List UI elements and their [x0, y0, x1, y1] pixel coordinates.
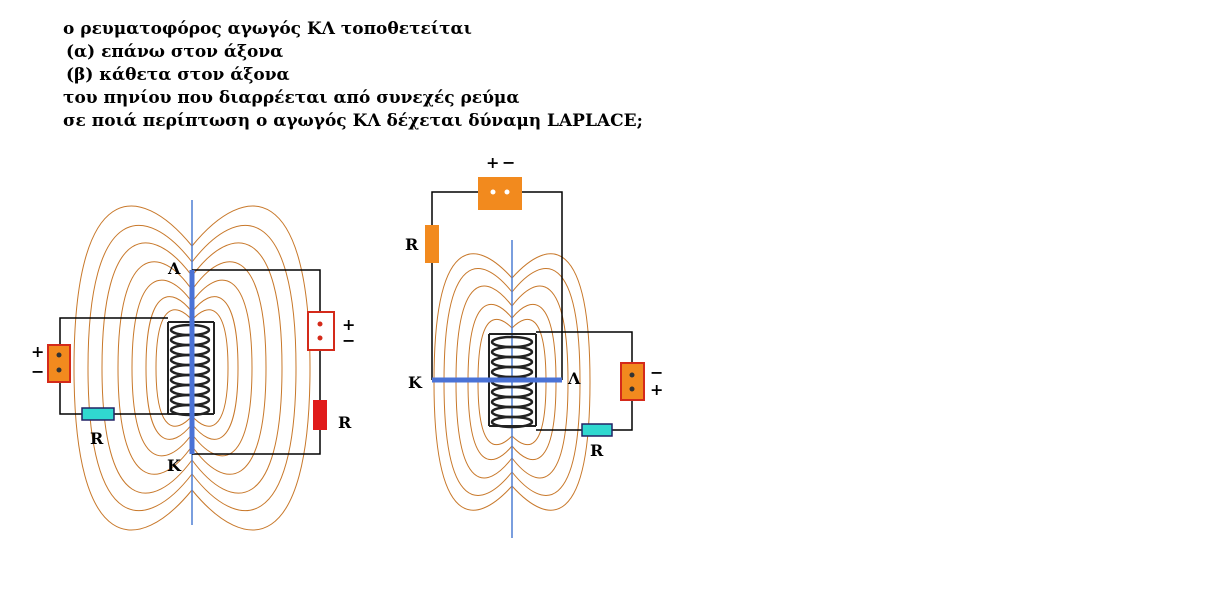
- left-battery-plus-a: +: [31, 342, 44, 361]
- right-battery-minus-a: −: [342, 331, 355, 350]
- right-resistor-label-a: R: [338, 413, 352, 432]
- coil-circuit-wires-a: [59, 317, 168, 415]
- diagram-a: + − R + − R Λ Κ: [31, 200, 355, 531]
- top-battery-plus-b: +: [486, 153, 499, 172]
- right-battery-a: [307, 311, 335, 351]
- left-battery-a: [47, 344, 71, 383]
- left-resistor-label-a: R: [90, 429, 104, 448]
- left-resistor-a: [81, 407, 115, 421]
- left-resistor-label-b: R: [405, 235, 419, 254]
- top-battery-minus-b: −: [502, 153, 515, 172]
- diagram-b: + − R Κ Λ − + R: [405, 153, 663, 538]
- right-battery-minus-b: −: [650, 363, 663, 382]
- magnetic-field-lines-a: [73, 205, 311, 531]
- conductor-circuit-wires-a: [192, 269, 321, 455]
- right-resistor-a: [313, 400, 327, 430]
- question-line-5: σε ποιά περίπτωση ο αγωγός ΚΛ δέχεται δύ…: [63, 111, 643, 131]
- right-battery-plus-b: +: [650, 380, 663, 399]
- bottom-resistor-label-b: R: [590, 441, 604, 460]
- coil-circuit-wires-b: [536, 331, 633, 431]
- question-line-4: του πηνίου που διαρρέεται από συνεχές ρε…: [63, 88, 520, 108]
- right-battery-plus-a: +: [342, 315, 355, 334]
- bottom-resistor-b: [581, 423, 613, 437]
- question-line-1: ο ρευματοφόρος αγωγός ΚΛ τοποθετείται: [63, 19, 472, 39]
- question-line-3: (β) κάθετα στον άξονα: [66, 65, 290, 85]
- left-resistor-b: [425, 225, 439, 263]
- label-lambda-a: Λ: [167, 259, 181, 278]
- label-lambda-b: Λ: [567, 369, 581, 388]
- conductor-circuit-wires-b: [431, 191, 563, 380]
- question-line-2: (α) επάνω στον άξονα: [66, 42, 284, 62]
- left-battery-minus-a: −: [31, 362, 44, 381]
- field-lines-right-a: [191, 205, 311, 531]
- top-battery-b: [478, 177, 522, 210]
- label-k-a: Κ: [167, 456, 182, 475]
- right-battery-b: [620, 362, 645, 401]
- label-k-b: Κ: [408, 373, 423, 392]
